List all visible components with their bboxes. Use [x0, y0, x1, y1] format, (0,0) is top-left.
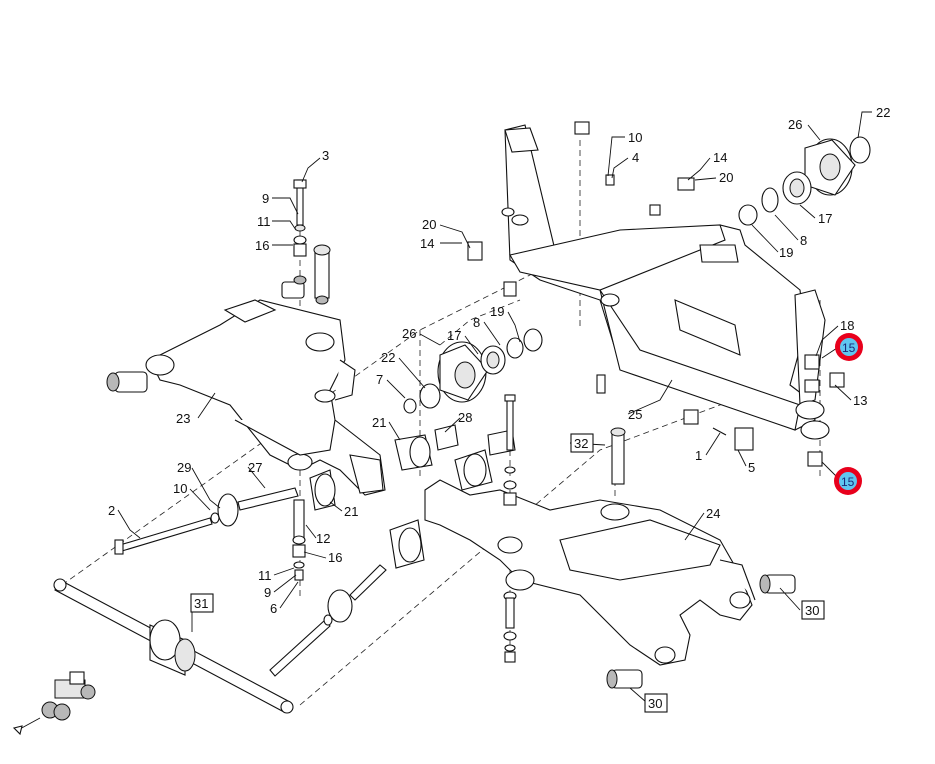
label-30: 30	[648, 696, 662, 711]
label-3: 3	[322, 148, 329, 163]
label-20: 20	[422, 217, 436, 232]
label-4: 4	[632, 150, 639, 165]
label-12: 12	[316, 531, 330, 546]
label-8: 8	[800, 233, 807, 248]
bushing-30-right	[759, 574, 796, 594]
left-bushing	[106, 371, 148, 393]
label-25: 25	[628, 407, 642, 422]
label-13: 13	[853, 393, 867, 408]
label-19: 19	[779, 245, 793, 260]
label-32: 32	[574, 436, 588, 451]
highlighted-label-15-bottom[interactable]: 15	[834, 467, 862, 495]
main-frame	[504, 124, 830, 440]
label-24: 24	[706, 506, 720, 521]
shaft-31	[53, 578, 294, 714]
label-2: 2	[108, 503, 115, 518]
label-26: 26	[402, 326, 416, 341]
label-16: 16	[255, 238, 269, 253]
label-8: 8	[473, 315, 480, 330]
label-20: 20	[719, 170, 733, 185]
label-26: 26	[788, 117, 802, 132]
leader-lines	[117, 111, 872, 703]
label-27: 27	[248, 460, 262, 475]
label-11: 11	[258, 568, 272, 583]
left-hub-assembly	[403, 328, 543, 414]
part-labels: 3 9 11 16 23 10 4 14 20 26 22 17 8 19 20…	[108, 105, 890, 616]
label-28: 28	[458, 410, 472, 425]
label-17: 17	[818, 211, 832, 226]
label-1: 1	[695, 448, 702, 463]
label-21: 21	[372, 415, 386, 430]
label-30: 30	[805, 603, 819, 618]
label-10: 10	[173, 481, 187, 496]
label-15: 15	[842, 341, 856, 355]
label-15: 15	[841, 475, 855, 489]
tractor-orientation-icon	[12, 671, 96, 736]
label-6: 6	[270, 601, 277, 616]
label-22: 22	[381, 350, 395, 365]
label-16: 16	[328, 550, 342, 565]
lower-support-arm	[424, 479, 756, 666]
label-5: 5	[748, 460, 755, 475]
label-10: 10	[628, 130, 642, 145]
label-22: 22	[876, 105, 890, 120]
label-9: 9	[264, 585, 271, 600]
label-18: 18	[840, 318, 854, 333]
bushing-30-bottom	[606, 669, 643, 689]
label-31: 31	[194, 596, 208, 611]
frame-small-parts	[467, 121, 845, 467]
label-7: 7	[376, 372, 383, 387]
label-23: 23	[176, 411, 190, 426]
label-21: 21	[344, 504, 358, 519]
label-14: 14	[713, 150, 727, 165]
label-9: 9	[262, 191, 269, 206]
highlighted-label-15-top[interactable]: 15	[835, 333, 863, 361]
left-support-arm	[145, 299, 386, 496]
label-11: 11	[257, 214, 271, 229]
lower-arm-stack	[503, 394, 626, 663]
lower-fasteners	[114, 487, 387, 677]
label-17: 17	[447, 328, 461, 343]
label-29: 29	[177, 460, 191, 475]
label-14: 14	[420, 236, 434, 251]
label-19: 19	[490, 304, 504, 319]
rubber-blocks	[309, 424, 516, 569]
boxed-labels: 32 31 30 30	[190, 433, 825, 713]
bolt-3-stack	[281, 179, 331, 305]
right-hub-assembly	[738, 136, 871, 226]
